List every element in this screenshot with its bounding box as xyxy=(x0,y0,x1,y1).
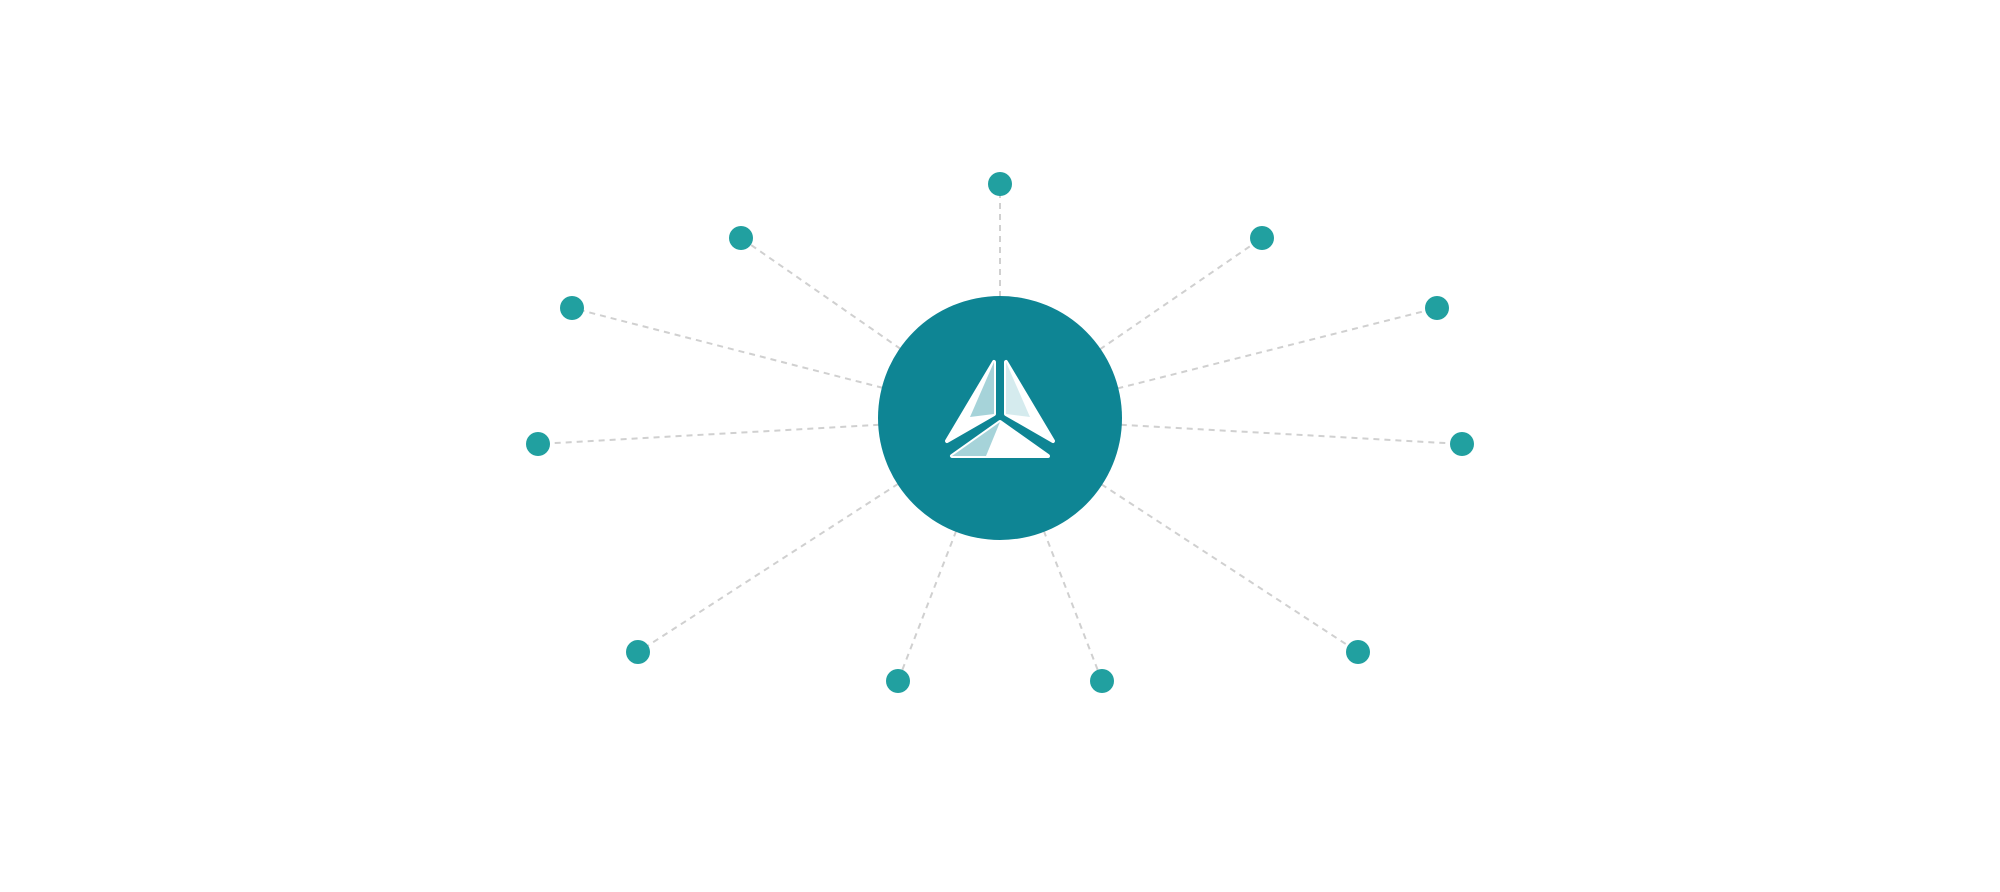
logo-petal-right-shade xyxy=(1006,362,1030,417)
hub-circle xyxy=(878,296,1122,540)
logo-petal-bottom-shade xyxy=(952,422,1000,456)
connector-line xyxy=(999,237,1263,419)
connector-line xyxy=(999,307,1438,419)
spoke-node xyxy=(626,640,650,664)
spoke-node xyxy=(729,226,753,250)
spoke-node xyxy=(886,669,910,693)
triangle-logo-icon xyxy=(945,360,1055,458)
spoke-node xyxy=(1090,669,1114,693)
spoke-node xyxy=(988,172,1012,196)
spoke-node xyxy=(560,296,584,320)
hub-node xyxy=(878,296,1122,540)
spoke-node xyxy=(1450,432,1474,456)
nodes-layer xyxy=(526,172,1474,693)
spoke-node xyxy=(1425,296,1449,320)
spoke-node xyxy=(526,432,550,456)
spoke-node xyxy=(1346,640,1370,664)
spoke-node xyxy=(1250,226,1274,250)
logo-petal-left-shade xyxy=(970,362,994,417)
connector-line xyxy=(571,307,1001,419)
connector-line xyxy=(740,237,1001,419)
